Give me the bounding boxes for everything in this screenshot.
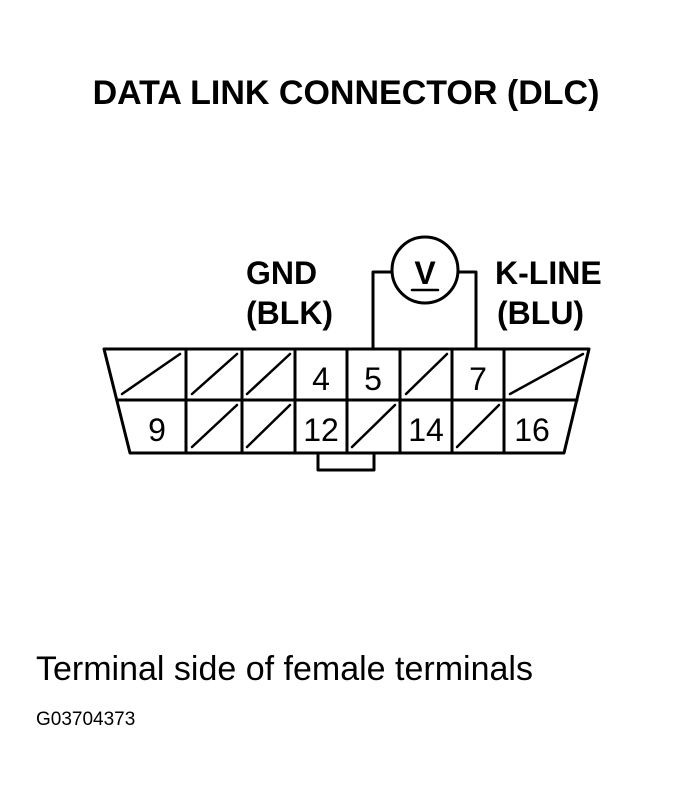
connector-key [316,451,376,472]
gnd-label: GND [246,255,317,291]
figure-code: G03704373 [36,709,135,730]
pin-16: 16 [514,412,550,448]
voltmeter-circle [390,235,460,305]
empty-cavity-1 [120,352,182,396]
pin-5: 5 [364,361,382,397]
connector-outline [102,347,591,455]
voltmeter-lead-pin7 [456,270,478,350]
pin-9: 9 [148,412,166,448]
pin-4: 4 [312,361,330,397]
voltmeter: V [371,235,478,350]
pin-14: 14 [408,412,444,448]
empty-cavity-6 [404,352,449,396]
kline-wire-color: (BLU) [497,295,584,331]
voltmeter-symbol: V [414,255,436,291]
empty-cavity-15 [455,403,501,449]
empty-cavity-8 [508,352,585,396]
pin-12: 12 [303,412,339,448]
connector-body: 4 5 7 9 12 14 16 [102,347,591,472]
empty-cavity-3 [245,352,292,396]
empty-cavity-2 [190,352,239,396]
empty-cavity-11 [245,403,292,449]
empty-cavity-10 [190,403,239,449]
gnd-wire-color: (BLK) [246,295,333,331]
diagram-title: DATA LINK CONNECTOR (DLC) [93,74,600,112]
pin-7: 7 [469,361,487,397]
caption: Terminal side of female terminals [36,650,533,688]
empty-cavity-13 [350,403,397,449]
voltmeter-lead-pin5 [371,270,394,350]
kline-label: K-LINE [495,255,602,291]
